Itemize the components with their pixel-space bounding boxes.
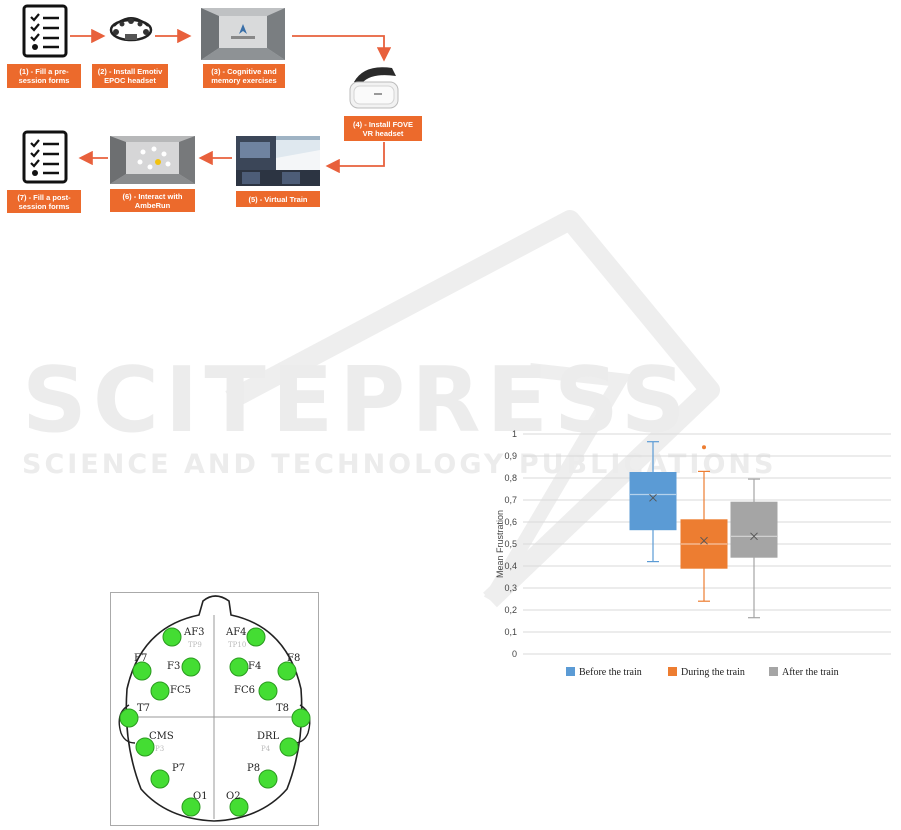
- virtual-train-thumbnail: [236, 136, 320, 186]
- electrode-label: FC6: [234, 685, 255, 696]
- electrode-o1: [181, 797, 201, 817]
- electrode-label: FC5: [170, 685, 191, 696]
- electrode-cms: [135, 737, 155, 757]
- checklist-icon: [22, 130, 68, 184]
- mean-marker: [700, 536, 708, 545]
- y-axis-label: Mean Frustration: [495, 510, 505, 578]
- frustration-boxplot: 0 0,1 0,2 0,3 0,4 0,5 0,6 0,7 0,8 0,9 1 Mean Frust…: [495, 429, 891, 678]
- electrode-f4: [229, 657, 249, 677]
- y-tick-labels: 0 0,1 0,2 0,3 0,4 0,5 0,6 0,7 0,8 0,9 1: [504, 429, 517, 659]
- electrode-f8: [277, 661, 297, 681]
- electrode-t8: [291, 708, 311, 728]
- y-tick-label: 0,4: [504, 561, 517, 571]
- electrode-drl: [279, 737, 299, 757]
- electrode-label: F7: [134, 653, 147, 664]
- mean-marker: [649, 493, 657, 502]
- box-body: [629, 472, 677, 531]
- electrode-label: DRL: [257, 731, 280, 742]
- y-tick-label: 0,8: [504, 473, 517, 483]
- electrode-fc6: [258, 681, 278, 701]
- step-2-label: (2) - Install Emotiv EPOC headset: [92, 64, 168, 88]
- electrode-sublabel: P4: [261, 745, 271, 753]
- y-tick-label: 0,5: [504, 539, 517, 549]
- legend-label: Before the train: [579, 667, 642, 678]
- electrode-label: AF3: [183, 627, 205, 638]
- mean-marker: [750, 532, 758, 541]
- electrode-label: T8: [276, 703, 289, 714]
- legend-item: Before the train: [566, 667, 642, 678]
- electrode-f7: [132, 661, 152, 681]
- electrode-label: T7: [137, 703, 150, 714]
- electrode-p7: [150, 769, 170, 789]
- flow-arrows: [70, 28, 392, 174]
- electrode-t7: [119, 708, 139, 728]
- box-2: [730, 478, 778, 619]
- arrow-4-5: [325, 142, 385, 174]
- cognitive-exercise-thumbnail: [201, 8, 285, 60]
- box-body: [730, 501, 778, 558]
- y-tick-label: 0,7: [504, 495, 517, 505]
- box-0: [629, 441, 677, 563]
- step-5-label: (5) - Virtual Train: [236, 191, 320, 207]
- electrode-sublabel: TP9: [188, 641, 202, 649]
- electrode-label: CMS: [149, 731, 174, 742]
- electrode-o2: [229, 797, 249, 817]
- electrode-af4: [246, 627, 266, 647]
- electrode-label: O1: [193, 791, 208, 802]
- electrode-label: F4: [248, 661, 261, 672]
- legend-item: After the train: [769, 667, 839, 678]
- y-tick-label: 0,3: [504, 583, 517, 593]
- electrode-f3: [181, 657, 201, 677]
- eeg-electrode-map: AF3 AF4 TP9 TP10 F7 F3 F4 F8 FC5 FC6 T7 …: [110, 592, 319, 826]
- step-7-label: (7) - Fill a post-session forms: [7, 190, 81, 213]
- vr-headset-icon: [349, 67, 399, 109]
- amberun-thumbnail: [110, 136, 195, 184]
- outlier-point: [702, 445, 706, 450]
- chart-grid: [523, 433, 891, 655]
- electrode-head-diagram: AF3 AF4 TP9 TP10 F7 F3 F4 F8 FC5 FC6 T7 …: [118, 595, 311, 822]
- electrode-label: O2: [226, 791, 241, 802]
- eeg-headset-icon: [109, 17, 153, 42]
- chart-legend: Before the train During the train After th…: [566, 667, 839, 678]
- watermark-text: SCITEPRESS: [22, 348, 692, 453]
- electrode-label: F3: [167, 661, 180, 672]
- step-6-label: (6) - Interact with AmbeRun: [110, 189, 195, 212]
- electrode-sublabel: TP10: [228, 641, 246, 649]
- y-tick-label: 0,9: [504, 451, 517, 461]
- legend-swatch: [566, 667, 575, 676]
- watermark-logo: [225, 210, 720, 608]
- arrow-3-4: [292, 35, 392, 62]
- y-tick-label: 0,6: [504, 517, 517, 527]
- electrode-sublabel: P3: [155, 745, 164, 753]
- step-1-label: (1) - Fill a pre-session forms: [7, 64, 81, 88]
- electrode-fc5: [150, 681, 170, 701]
- legend-item: During the train: [668, 667, 745, 678]
- legend-label: After the train: [782, 667, 839, 678]
- legend-swatch: [668, 667, 677, 676]
- checklist-icon: [22, 4, 68, 58]
- legend-label: During the train: [681, 667, 745, 678]
- legend-swatch: [769, 667, 778, 676]
- step-3-label: (3) - Cognitive and memory exercises: [203, 64, 285, 88]
- electrode-label: F8: [287, 653, 300, 664]
- electrode-af3: [162, 627, 182, 647]
- y-tick-label: 0,2: [504, 605, 517, 615]
- electrode-p8: [258, 769, 278, 789]
- chart-boxes: [629, 441, 778, 619]
- y-tick-label: 0: [512, 649, 517, 659]
- electrode-label: P7: [172, 763, 185, 774]
- electrode-label: P8: [247, 763, 260, 774]
- box-1: [680, 445, 728, 602]
- step-4-label: (4) - Install FOVE VR headset: [344, 116, 422, 141]
- y-tick-label: 1: [512, 429, 517, 439]
- electrode-label: AF4: [225, 627, 247, 638]
- y-tick-label: 0,1: [504, 627, 517, 637]
